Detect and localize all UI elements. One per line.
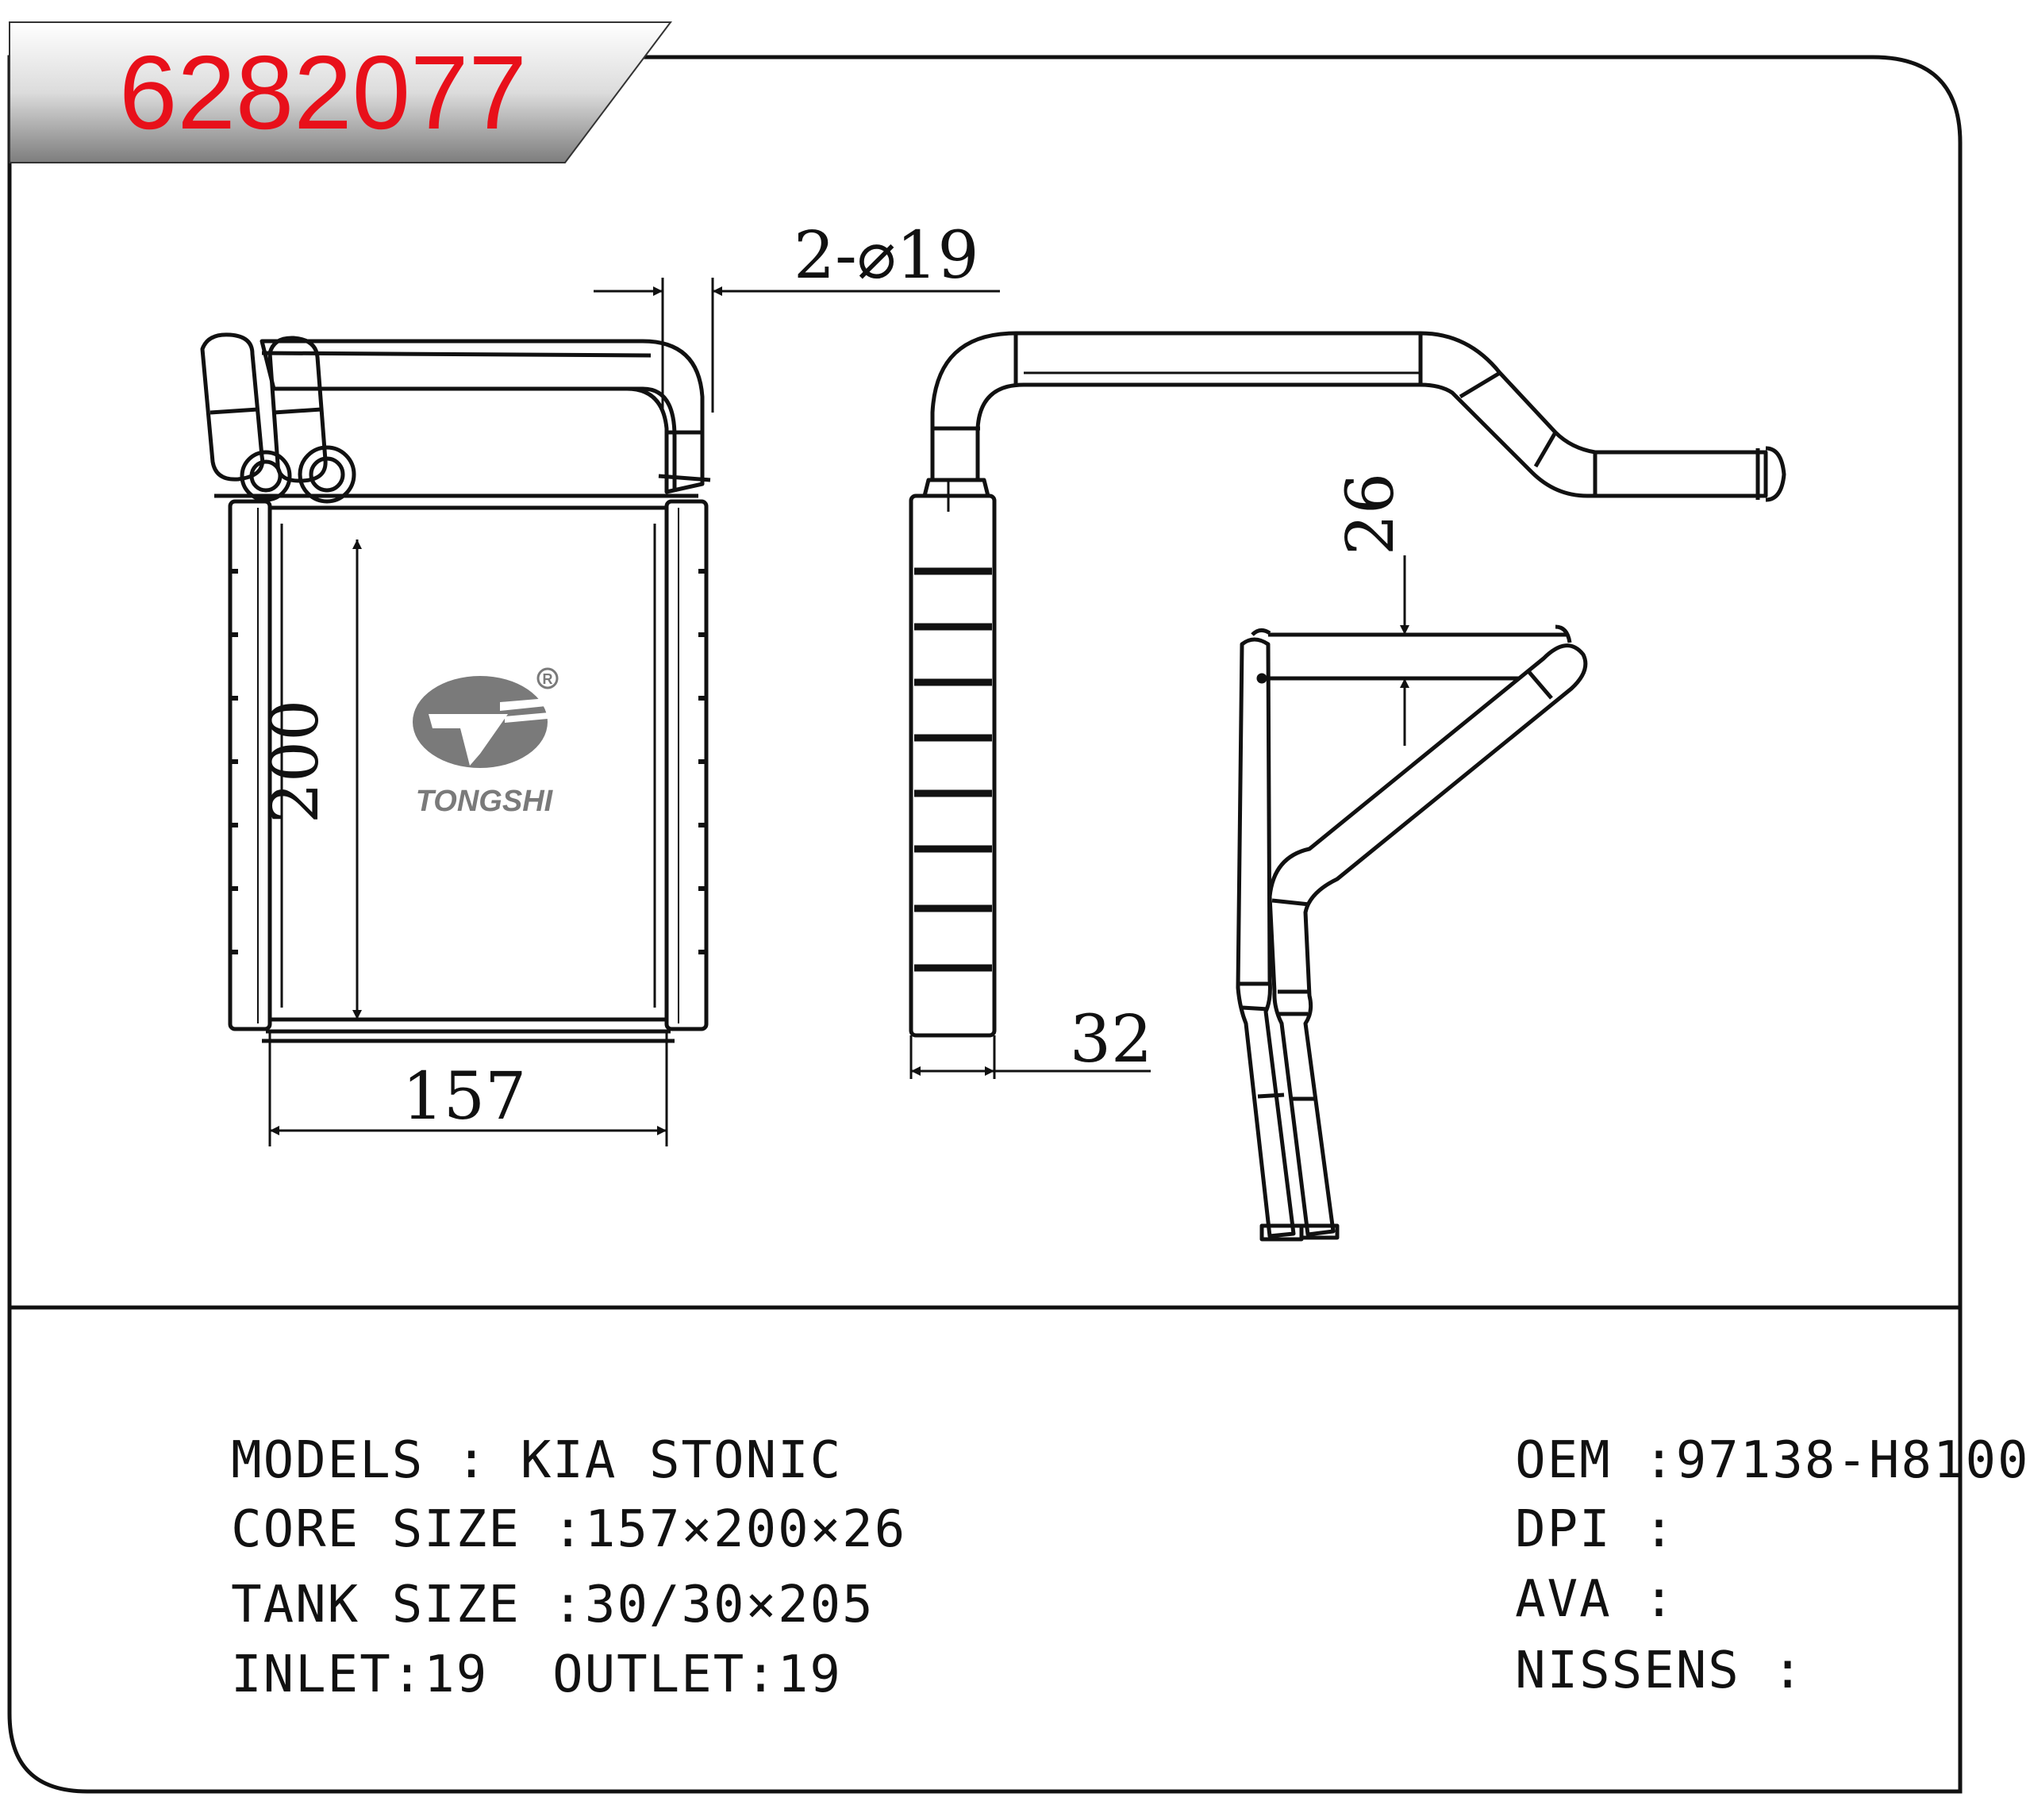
spec-models: MODELS : KIA STONIC — [167, 1384, 842, 1486]
front-view — [200, 332, 711, 1043]
spec-dpi: DPI : — [1451, 1453, 1676, 1555]
spec-inlet: INLET:19 — [167, 1599, 488, 1700]
spec-core-size: CORE SIZE :157×200×26 — [167, 1453, 906, 1555]
spec-inlet-value: 19 — [424, 1645, 489, 1704]
drawing-sheet: 6282077 — [7, 21, 1963, 1794]
dim-top-depth: 26 — [1333, 473, 1409, 555]
side-dimension-lines — [909, 1035, 1151, 1079]
front-dimension-lines — [268, 278, 1000, 1146]
side-view — [909, 331, 1786, 1038]
brand-name: TONGSHI — [416, 785, 554, 818]
tongshi-logo: R TONGSHI — [413, 667, 559, 818]
dim-side-depth: 32 — [1070, 1002, 1152, 1077]
side-pipe — [930, 331, 1768, 498]
spec-dpi-label: DPI : — [1515, 1500, 1676, 1559]
part-number: 6282077 — [119, 34, 527, 151]
spec-nissens: NISSENS : — [1451, 1595, 1805, 1696]
spec-inlet-label: INLET: — [231, 1645, 425, 1704]
dim-width: 157 — [402, 1059, 527, 1135]
spec-oem-label: OEM : — [1515, 1431, 1676, 1490]
top-view-tube-b — [1267, 643, 1588, 1237]
front-core — [228, 499, 709, 1043]
dim-pipe-diameter: 2-⌀19 — [794, 218, 979, 294]
spec-outlet-label: OUTLET: — [552, 1645, 778, 1704]
registered-mark-circle — [536, 667, 559, 689]
front-pipes — [200, 332, 711, 504]
top-view-tube-a — [1236, 637, 1296, 1238]
spec-models-value: KIA STONIC — [520, 1431, 843, 1490]
spec-tank-size-value: 30/30×205 — [584, 1576, 875, 1634]
dim-height: 200 — [258, 700, 333, 824]
spec-ava-label: AVA : — [1515, 1570, 1676, 1629]
spec-tank-size-label: TANK SIZE : — [231, 1576, 585, 1634]
spec-oem-value: 97138-H8100 — [1675, 1431, 2030, 1490]
spec-nissens-label: NISSENS : — [1515, 1641, 1805, 1700]
spec-oem: OEM :97138-H8100 — [1451, 1384, 2030, 1486]
spec-outlet-value: 19 — [777, 1645, 842, 1704]
spec-models-label: MODELS : — [231, 1431, 521, 1490]
side-core — [909, 493, 997, 1038]
core-tick-marks — [232, 569, 705, 954]
spec-outlet: OUTLET:19 — [488, 1599, 842, 1700]
part-number-banner — [9, 21, 673, 163]
sheet-frame — [7, 55, 1963, 1794]
side-core-fins — [914, 567, 992, 972]
spec-core-size-label: CORE SIZE : — [231, 1500, 585, 1559]
top-view — [1236, 624, 1588, 1242]
spec-tank-size: TANK SIZE :30/30×205 — [167, 1529, 875, 1630]
registered-mark: R — [543, 671, 553, 687]
spec-core-size-value: 157×200×26 — [584, 1500, 907, 1559]
spec-ava: AVA : — [1451, 1523, 1676, 1625]
